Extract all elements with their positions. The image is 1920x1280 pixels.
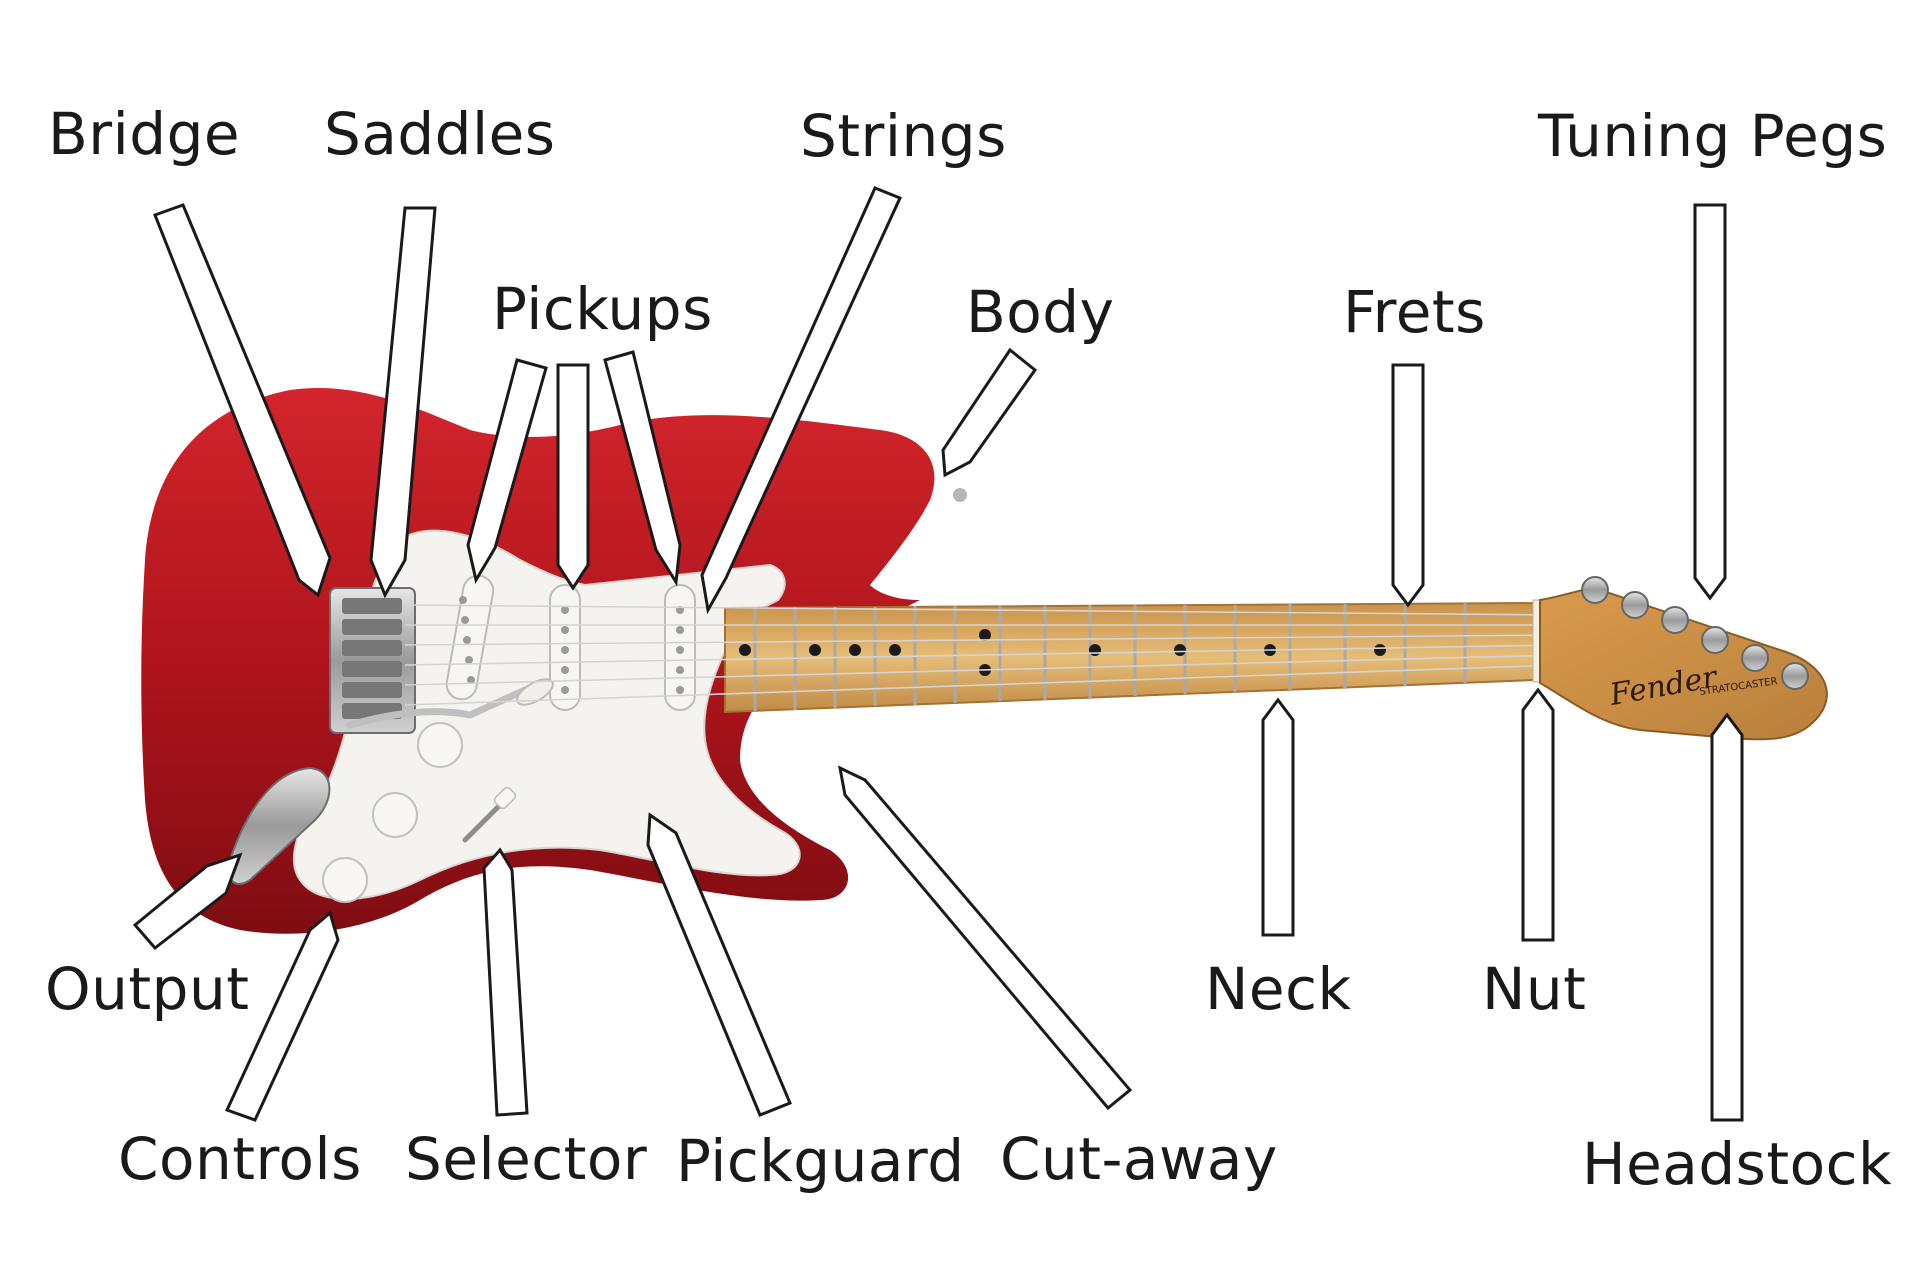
label-frets: Frets — [1343, 278, 1486, 346]
label-saddles: Saddles — [324, 100, 556, 168]
arrow-headstock — [1710, 712, 1744, 1122]
label-neck: Neck — [1205, 955, 1352, 1023]
tuning-pegs — [1581, 576, 1809, 690]
tone-knob-2 — [322, 857, 368, 903]
arrow-nut — [1521, 687, 1555, 942]
label-strings: Strings — [800, 102, 1007, 170]
arrow-pickups-2 — [556, 363, 590, 591]
arrow-pickups-1 — [466, 358, 548, 584]
strings — [404, 604, 1561, 706]
label-headstock: Headstock — [1582, 1130, 1893, 1198]
tremolo-arm — [346, 686, 529, 729]
label-nut: Nut — [1482, 955, 1587, 1023]
label-output: Output — [45, 955, 250, 1023]
arrow-tuning-pegs — [1693, 203, 1727, 601]
label-selector: Selector — [405, 1125, 648, 1193]
arrow-strings — [700, 186, 903, 615]
selector-switch — [462, 797, 508, 843]
arrow-pickguard — [646, 812, 792, 1117]
arrow-controls — [224, 910, 340, 1122]
label-pickguard: Pickguard — [676, 1127, 965, 1195]
strap-button — [953, 488, 967, 502]
arrow-selector — [482, 847, 529, 1117]
arrow-output — [132, 852, 243, 951]
output-jack — [227, 766, 331, 885]
label-pickups: Pickups — [492, 275, 713, 343]
arrow-neck — [1261, 697, 1295, 937]
arrow-body — [941, 347, 1038, 478]
arrow-frets — [1391, 363, 1425, 608]
arrow-saddles — [369, 206, 437, 599]
label-cut-away: Cut-away — [1000, 1125, 1278, 1193]
tone-knob-1 — [372, 792, 418, 838]
arrow-bridge — [153, 203, 332, 598]
label-bridge: Bridge — [48, 100, 241, 168]
volume-knob — [417, 722, 463, 768]
label-controls: Controls — [118, 1125, 362, 1193]
control-knobs — [322, 722, 463, 903]
arrow-cut-away — [837, 765, 1133, 1111]
label-body: Body — [966, 278, 1115, 346]
label-tuning-pegs: Tuning Pegs — [1538, 102, 1888, 170]
arrow-pickups-3 — [603, 350, 682, 587]
leader-arrows — [132, 186, 1744, 1122]
